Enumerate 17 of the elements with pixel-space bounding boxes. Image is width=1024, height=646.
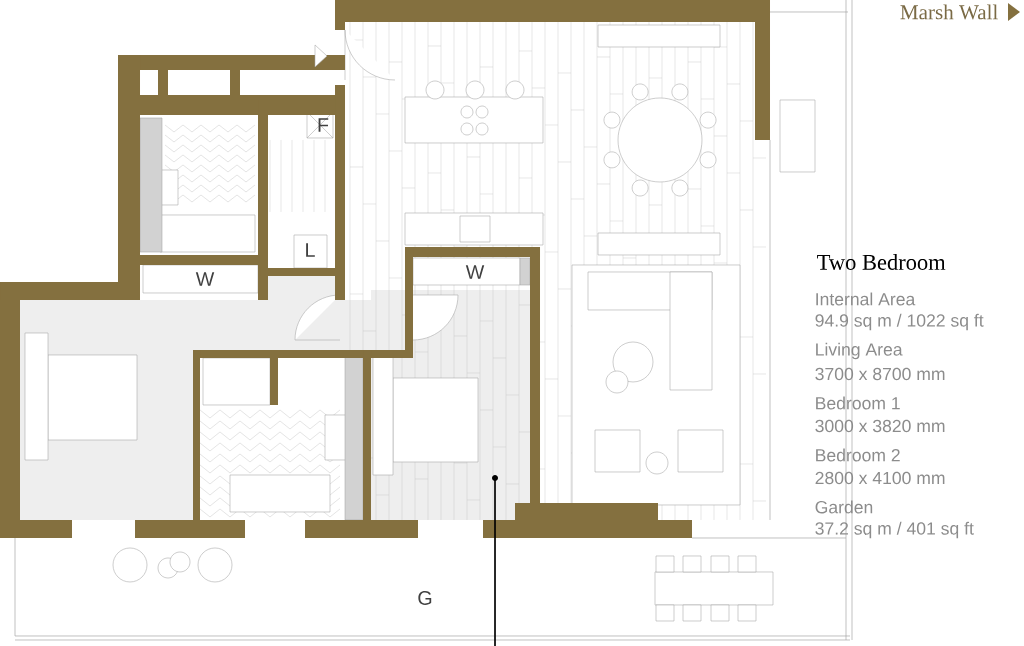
area-detail: Garden xyxy=(815,500,873,514)
area-detail: Internal Area xyxy=(816,292,916,306)
area-detail: Bedroom 2 xyxy=(816,448,900,462)
area-detail: 2800 x 4100 mm xyxy=(815,471,945,485)
area-detail: 3000 x 3820 mm xyxy=(815,419,945,433)
room-label: L xyxy=(306,243,315,257)
area-detail: 94.9 sq m / 1022 sq ft xyxy=(815,313,984,331)
heading: Two Bedroom xyxy=(817,254,946,270)
room-label: F xyxy=(318,118,329,132)
room-label: G xyxy=(418,591,432,605)
area-detail: 37.2 sq m / 401 sq ft xyxy=(815,521,974,539)
area-detail: Living Area xyxy=(816,342,903,360)
room-label: W xyxy=(195,272,215,286)
street-label: Marsh Wall xyxy=(900,4,998,20)
area-detail: Bedroom 1 xyxy=(816,396,900,410)
room-label: W xyxy=(465,265,485,279)
area-detail: 3700 x 8700 mm xyxy=(815,367,945,381)
